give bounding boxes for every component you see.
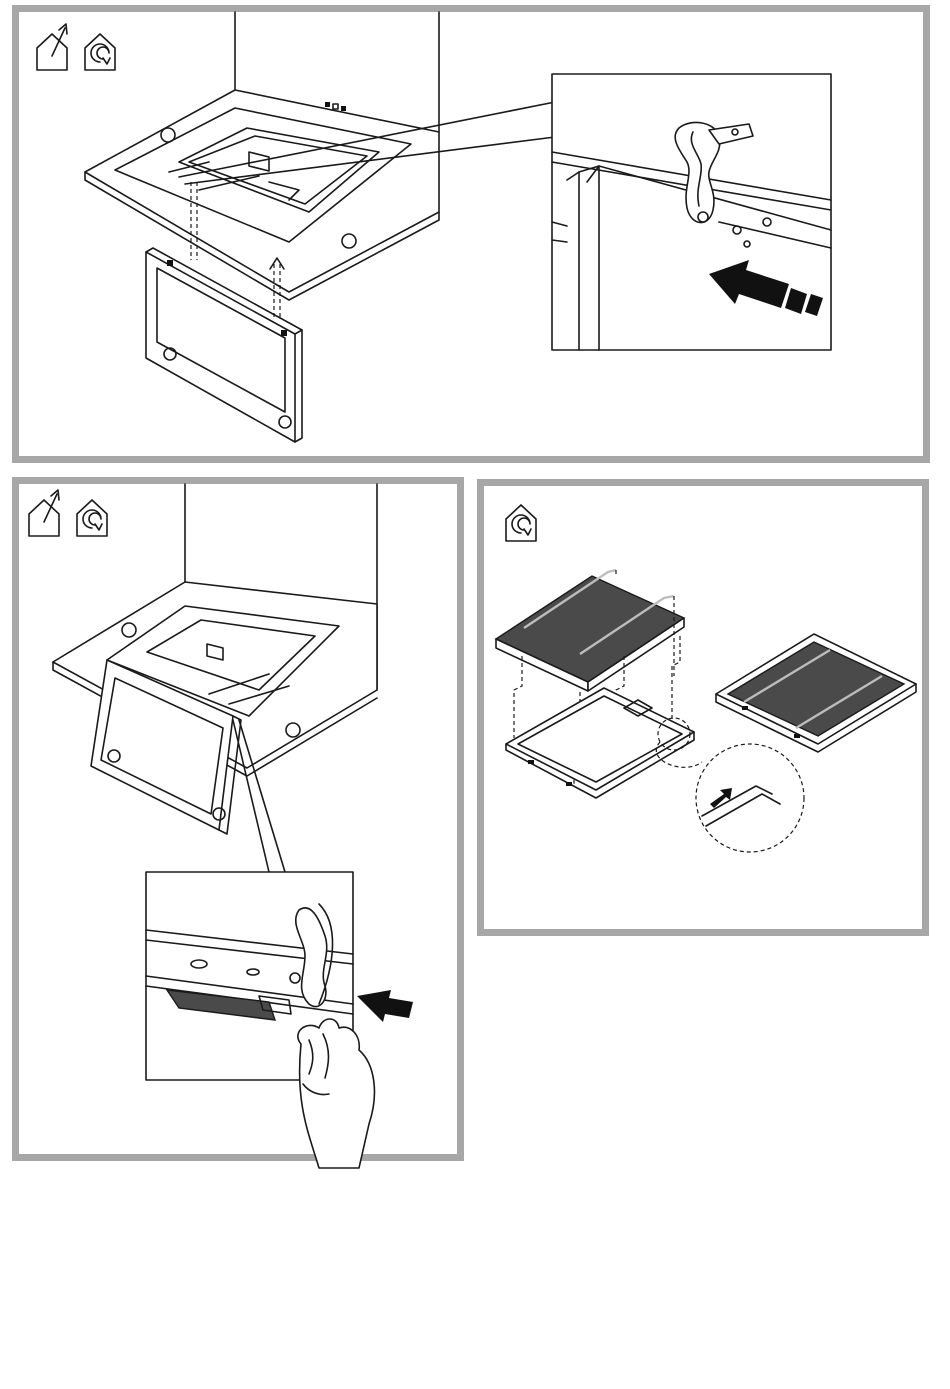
panel-frame-hinged-open <box>12 477 464 1161</box>
extraction-mode-icon <box>37 24 67 70</box>
hood-canopy <box>85 90 439 300</box>
assembled-carbon-filter <box>716 634 916 752</box>
recirculation-mode-icon <box>77 500 107 536</box>
extraction-mode-icon <box>29 490 59 536</box>
frame-open-illustration <box>19 484 471 1168</box>
latch-detail-inset <box>146 872 413 1168</box>
panel-carbon-filter <box>477 479 929 936</box>
carbon-filter-pad <box>496 570 684 691</box>
carbon-filter-illustration <box>484 486 936 943</box>
filter-frame <box>506 688 694 798</box>
frame-installation-illustration <box>19 12 937 470</box>
hinge-detail-inset <box>552 74 831 350</box>
recirculation-mode-icon <box>85 34 115 70</box>
recirculation-mode-icon <box>506 505 536 541</box>
panel-frame-installation <box>12 5 930 463</box>
